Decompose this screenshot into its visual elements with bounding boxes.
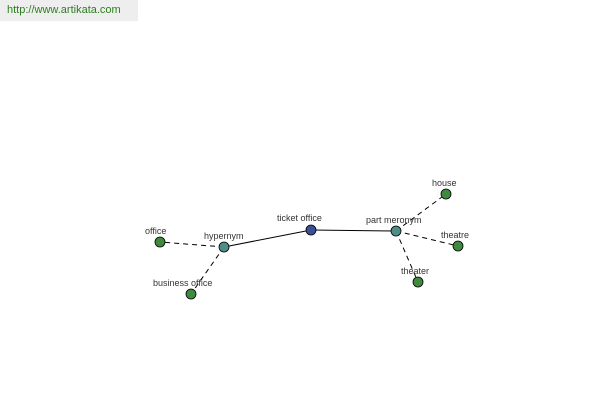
node-part-meronym-dot[interactable] — [390, 225, 402, 237]
node-business-office-label: business office — [153, 278, 212, 288]
edge-ticket-office-hypernym — [223, 229, 312, 248]
node-office[interactable]: office — [145, 226, 166, 248]
source-link[interactable]: http://www.artikata.com — [0, 0, 138, 21]
node-theatre-dot[interactable] — [452, 240, 464, 252]
node-theatre-label: theatre — [441, 230, 469, 240]
node-office-label: office — [145, 226, 166, 236]
edge-ticket-office-part-meronym — [310, 229, 397, 232]
node-theater-label: theater — [401, 266, 429, 276]
node-hypernym-label: hypernym — [204, 231, 244, 241]
node-house[interactable]: house — [432, 178, 457, 200]
node-ticket-office-label: ticket office — [277, 213, 322, 223]
node-hypernym[interactable]: hypernym — [204, 231, 244, 253]
node-house-dot[interactable] — [440, 188, 452, 200]
node-business-office-dot[interactable] — [185, 288, 197, 300]
node-theatre[interactable]: theatre — [441, 230, 469, 252]
edge-hypernym-business-office — [190, 246, 225, 295]
edge-part-meronym-theatre — [395, 230, 459, 247]
node-house-label: house — [432, 178, 457, 188]
node-hypernym-dot[interactable] — [218, 241, 230, 253]
node-theater-dot[interactable] — [412, 276, 424, 288]
node-part-meronym[interactable]: part meronym — [366, 215, 422, 237]
node-office-dot[interactable] — [154, 236, 166, 248]
node-ticket-office-dot[interactable] — [305, 224, 317, 236]
node-theater[interactable]: theater — [401, 266, 429, 288]
edge-part-meronym-theater — [395, 230, 419, 283]
node-ticket-office[interactable]: ticket office — [277, 213, 322, 236]
edge-hypernym-office — [159, 241, 225, 248]
edge-part-meronym-house — [395, 193, 447, 232]
node-business-office[interactable]: business office — [153, 278, 212, 300]
node-part-meronym-label: part meronym — [366, 215, 422, 225]
